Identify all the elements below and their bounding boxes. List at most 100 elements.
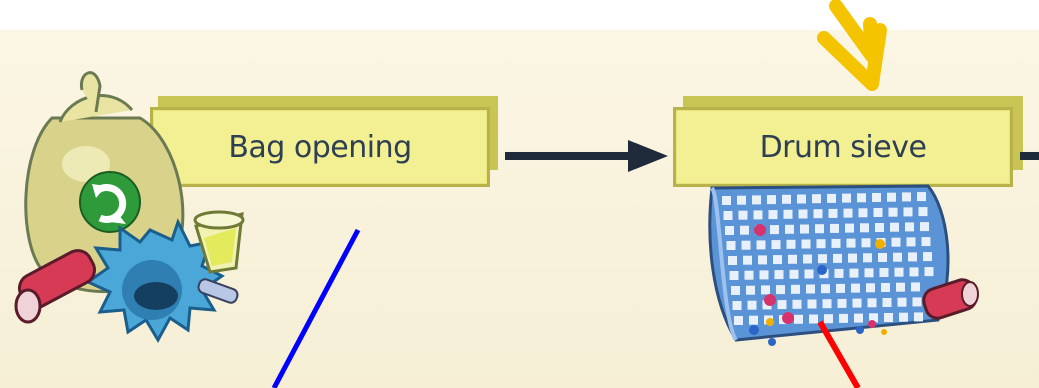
sieve-hole xyxy=(723,211,733,220)
sieve-hole xyxy=(746,285,755,295)
sieve-hole xyxy=(830,223,839,233)
sieve-hole xyxy=(821,284,830,294)
sieve-hole xyxy=(816,239,826,249)
sieve-hole xyxy=(729,271,739,280)
bag-opening-label: Bag opening xyxy=(228,129,412,165)
sieve-hole xyxy=(920,222,929,232)
sieve-hole xyxy=(818,254,827,264)
sieve-hole xyxy=(923,252,932,262)
sieve-hole xyxy=(908,252,917,262)
sieve-hole xyxy=(879,268,889,277)
red-annotation-line xyxy=(817,320,861,388)
sieve-hole xyxy=(771,240,781,250)
sieve-hole xyxy=(791,284,800,294)
sieve-hole xyxy=(905,222,914,232)
sieve-hole xyxy=(759,270,769,280)
sieve-hole xyxy=(785,224,794,234)
drum-battery-icon xyxy=(922,278,979,320)
sieve-hole xyxy=(761,285,770,295)
sieve-hole xyxy=(827,193,836,203)
sieve-hole xyxy=(804,269,814,279)
sieve-hole xyxy=(858,208,868,218)
sieve-hole xyxy=(834,268,844,278)
sieve-hole xyxy=(744,270,754,280)
sieve-hole xyxy=(902,192,911,202)
sieve-hole xyxy=(894,267,904,277)
sieve-hole xyxy=(869,313,878,323)
sieve-hole xyxy=(842,193,851,203)
sieve-hole xyxy=(873,208,883,217)
sieve-hole xyxy=(872,193,881,202)
rotary-saw-blade-icon xyxy=(84,218,225,344)
sieve-hole xyxy=(774,270,784,280)
sieve-hole xyxy=(737,195,746,205)
sieve-hole xyxy=(867,298,877,308)
sieve-hole xyxy=(776,285,785,295)
sieve-hole xyxy=(734,316,743,325)
sieve-hole xyxy=(768,210,778,220)
sieve-hole xyxy=(875,223,884,232)
sieve-hole xyxy=(917,192,926,202)
sieve-hole xyxy=(861,238,871,248)
yellow-arrow-icon xyxy=(817,0,887,91)
sieve-hole xyxy=(753,210,763,220)
sieve-hole xyxy=(740,225,749,235)
sieve-hole xyxy=(783,209,793,219)
sieve-hole xyxy=(911,282,920,292)
sieve-hole xyxy=(921,237,931,247)
sieve-hole xyxy=(852,298,862,308)
sieve-hole xyxy=(758,255,767,265)
falling-particles xyxy=(749,312,887,346)
sieve-hole xyxy=(890,222,899,232)
sieve-hole xyxy=(732,301,742,310)
cup-icon xyxy=(193,210,245,274)
sieve-hole xyxy=(747,300,757,310)
sieve-hole xyxy=(797,194,806,204)
sieve-hole xyxy=(809,314,818,324)
sieve-hole xyxy=(743,255,752,265)
sieve-hole xyxy=(788,254,797,264)
sieve-hole xyxy=(725,226,734,235)
sieve-hole xyxy=(881,283,890,292)
sieve-hole xyxy=(896,282,905,292)
sieve-hole xyxy=(831,238,841,248)
sieve-hole xyxy=(888,207,898,217)
sieve-hole xyxy=(833,253,842,263)
sieve-hole xyxy=(803,254,812,264)
sieve-hole xyxy=(839,313,848,323)
sieve-hole xyxy=(924,267,934,277)
sieve-hole xyxy=(767,195,776,205)
sieve-hole xyxy=(891,237,901,247)
sieve-hole xyxy=(918,207,928,217)
sieve-hole xyxy=(903,207,913,217)
sieve-hole xyxy=(722,196,731,205)
sieve-hole xyxy=(813,209,823,219)
sieve-hole xyxy=(899,312,908,322)
sieve-hole xyxy=(914,312,923,322)
sieve-hole xyxy=(728,256,737,265)
sieve-hole xyxy=(741,240,751,250)
sieve-hole xyxy=(801,239,811,249)
drum-sieve-label: Drum sieve xyxy=(759,129,927,165)
sieve-hole xyxy=(756,240,766,250)
sieve-hole xyxy=(726,241,736,250)
blue-annotation-line xyxy=(271,228,361,388)
sieve-hole xyxy=(777,300,787,310)
sieve-hole xyxy=(893,252,902,262)
flow-arrow xyxy=(505,140,668,172)
sieve-hole xyxy=(864,268,874,278)
battery-icon xyxy=(14,249,96,324)
sieve-hole xyxy=(882,298,892,307)
sieve-hole xyxy=(752,195,761,205)
sieve-hole xyxy=(782,194,791,204)
sieve-hole xyxy=(849,268,859,278)
tube-icon xyxy=(197,278,239,304)
sieve-hole xyxy=(837,298,847,308)
sieve-hole xyxy=(786,239,796,249)
sieve-hole xyxy=(897,297,907,307)
sieve-hole xyxy=(792,299,802,309)
sieve-hole xyxy=(912,297,922,307)
sieve-hole xyxy=(851,283,860,293)
sieve-hole xyxy=(845,223,854,233)
